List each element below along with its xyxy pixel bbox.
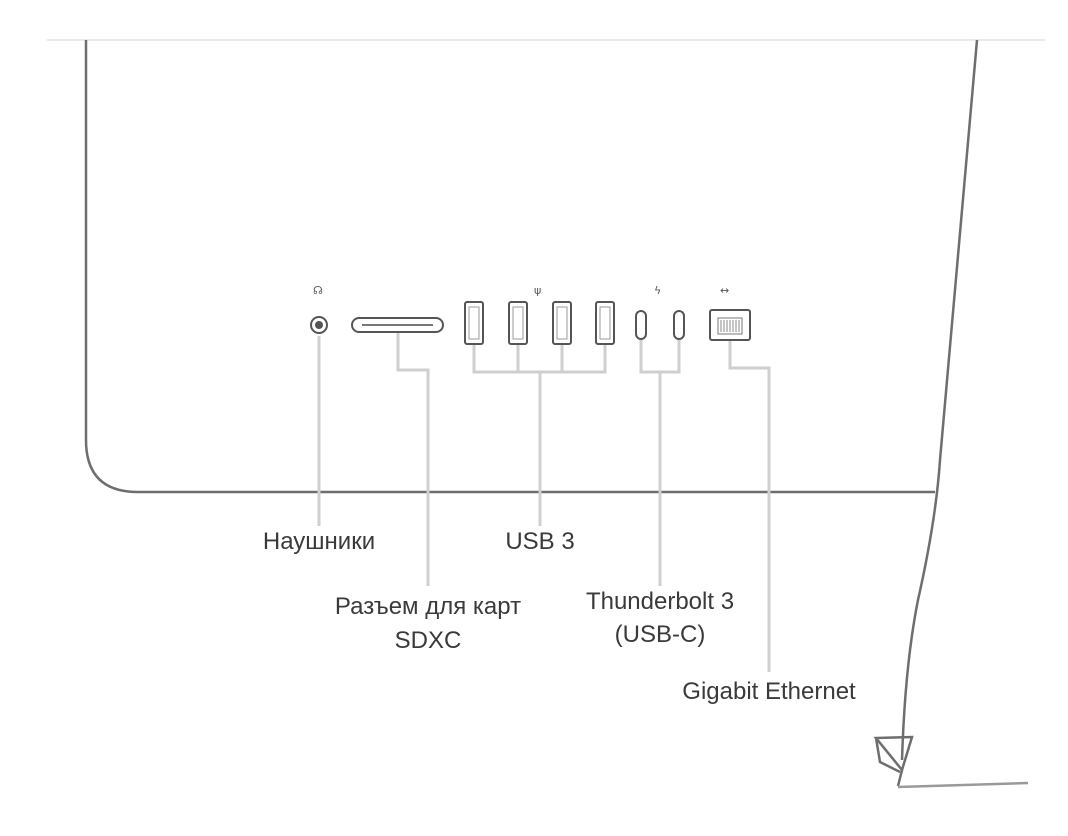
callout-thunderbolt [639,338,681,586]
label-sdxc-line2: SDXC [395,627,462,654]
ethernet-port [709,309,751,341]
imac-back-edge [900,39,979,761]
label-thunderbolt-line1: Thunderbolt 3 [586,588,734,615]
label-sdxc-line1: Разъем для карт [335,593,521,620]
label-thunderbolt-line2: (USB-C) [615,621,706,648]
callout-ethernet [728,340,771,672]
usb-port-3 [552,301,572,345]
headphone-jack [310,316,328,334]
usb-port-1 [464,301,484,345]
usb-port-2 [508,301,528,345]
sdxc-slot [351,317,444,333]
usb-port-4 [595,301,615,345]
label-usb: USB 3 [505,528,574,555]
callout-lines [317,333,771,672]
label-headphones: Наушники [263,528,375,555]
thunderbolt-ports [635,310,685,340]
callout-sdxc [396,333,430,586]
thunderbolt-port-1 [635,310,647,340]
ethernet-icon: ↔ [720,284,729,297]
usb-icon: ψ [534,284,541,297]
thunderbolt-icon: ϟ [654,284,661,297]
usb-ports [464,301,615,345]
imac-stand [873,735,1029,789]
callout-usb [472,345,607,526]
headphones-icon: ☊ [313,284,323,297]
thunderbolt-port-2 [673,310,685,340]
imac-body-outline [84,40,935,494]
label-ethernet: Gigabit Ethernet [682,678,856,705]
